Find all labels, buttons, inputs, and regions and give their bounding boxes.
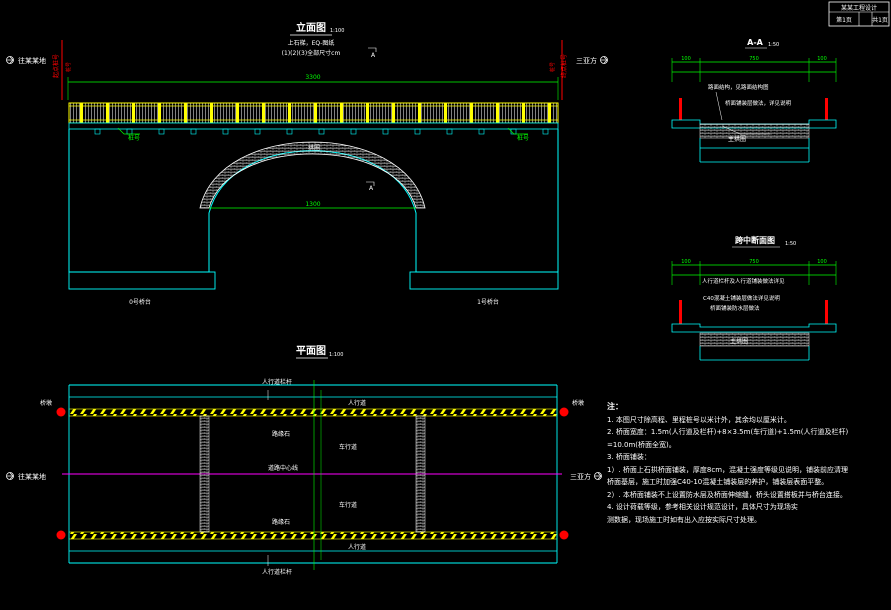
elevation-line1: 上石梯，EQ-图纸 xyxy=(288,39,335,47)
arch-marker: A xyxy=(369,185,374,192)
notes-item-3: =10.0m(桥面全宽)。 xyxy=(607,440,676,449)
section-aa-label3: 主拱圈 xyxy=(728,135,746,143)
notes-item-1: 1. 本图尺寸除高程、里程桩号以米计外，其余均以厘米计。 xyxy=(607,415,791,424)
section-mid-label1: 人行道栏杆及人行道铺装做法详见 xyxy=(702,277,785,285)
section-mid-dim-left: 100 xyxy=(681,259,691,265)
section-aa-label2: 桥面铺装层做法，详见说明 xyxy=(725,99,792,107)
section-aa: A-A 1:50 100 750 100 路面结构，见路面结构图 桥面铺装层做法… xyxy=(671,38,837,163)
section-aa-label1: 路面结构，见路面结构图 xyxy=(708,83,769,91)
notes-item-9: 测数据，现场施工时如有出入应按实际尺寸处理。 xyxy=(607,515,761,524)
right-pile-label: 桩号 xyxy=(517,134,529,142)
plan-view: 平面图 1:100 人行道栏杆 人行道 路缘石 车行道 道路中心线 车行道 路缘… xyxy=(6,345,602,576)
plan-right-dir: 三亚方 xyxy=(570,472,591,481)
plan-left-tag-top: 桥墩 xyxy=(40,399,52,407)
section-aa-dim-left: 100 xyxy=(681,56,691,62)
elevation-right-vert: 终点桩号 xyxy=(560,54,568,78)
elevation-span-total: 3300 xyxy=(305,74,320,81)
notes-item-5: 1）. 桥面上石拱桥面铺装，厚度8cm，混凝土强度等级见说明，铺装前应清理 xyxy=(607,465,849,474)
elevation-left-tag: 桩号 xyxy=(65,62,72,72)
section-mid-label4: 主拱圈 xyxy=(730,337,748,345)
plan-lane1: 车行道 xyxy=(339,443,357,451)
elevation-rail-marker: A xyxy=(371,52,376,59)
title-block-project: 某某工程设计 xyxy=(841,4,877,12)
plan-title: 平面图 xyxy=(296,345,326,357)
section-mid: 跨中断面图 1:50 100 750 100 人行道栏杆及人行道铺装做法详见 C… xyxy=(671,235,837,361)
plan-walk-top: 人行道 xyxy=(348,399,366,407)
section-mid-label2: C40混凝土铺装层做法详见说明 xyxy=(703,294,780,302)
section-mid-dim-mid: 750 xyxy=(749,259,759,265)
notes-item-6: 桥面基层，施工时加强C40-10混凝土铺装层的养护，铺装层表面平整。 xyxy=(607,478,829,486)
left-abutment-label: 0号桥台 xyxy=(129,298,151,306)
plan-curb-bottom: 路缘石 xyxy=(272,518,290,526)
elevation-title: 立面图 xyxy=(296,21,326,34)
arch-ring xyxy=(199,141,426,209)
plan-centerline: 道路中心线 xyxy=(268,464,298,472)
plan-rail-top: 人行道栏杆 xyxy=(262,378,292,386)
railing-posts xyxy=(80,103,551,123)
section-mid-dim-right: 100 xyxy=(817,259,827,265)
right-abutment-label: 1号桥台 xyxy=(477,298,499,306)
elevation-view: 立面图 1:100 上石梯，EQ-图纸 (1)(2)(3)全部尺寸cm A 33… xyxy=(6,21,608,306)
elevation-line2: (1)(2)(3)全部尺寸cm xyxy=(282,49,341,57)
section-aa-scale: 1:50 xyxy=(768,42,779,48)
section-mid-title: 跨中断面图 xyxy=(735,235,775,245)
section-aa-dim-mid: 750 xyxy=(749,56,759,62)
plan-lane2: 车行道 xyxy=(339,501,357,509)
plan-curb-top: 路缘石 xyxy=(272,430,290,438)
notes-panel: 注： 1. 本图尺寸除高程、里程桩号以米计外，其余均以厘米计。 2. 桥面宽度：… xyxy=(607,401,887,526)
elevation-left-dir: 往某某地 xyxy=(18,56,46,65)
notes-item-2: 2. 桥面宽度：1.5m(人行道及栏杆)+8×3.5m(车行道)+1.5m(人行… xyxy=(607,428,849,436)
plan-scale: 1:100 xyxy=(329,352,343,358)
section-mid-label3: 桥面铺装防水层做法 xyxy=(710,304,760,312)
notes-item-4: 3. 桥面铺装： xyxy=(607,453,651,461)
elevation-right-tag: 桩号 xyxy=(549,62,556,72)
title-block: 某某工程设计 第1页 共1页 xyxy=(828,1,890,27)
arch-span-dim: 1300 xyxy=(305,201,320,208)
title-block-sheet: 第1页 xyxy=(836,16,852,24)
notes-item-7: 2）. 本桥面铺装不上设置防水层及桥面伸缩缝，桥头设置搭板并与桥台连接。 xyxy=(607,490,847,499)
plan-rail-bottom: 人行道栏杆 xyxy=(262,568,292,576)
notes-heading: 注： xyxy=(607,402,623,411)
elevation-right-dir: 三亚方 xyxy=(576,56,597,65)
section-mid-scale: 1:50 xyxy=(785,241,796,247)
elevation-left-vert: 起点桩号 xyxy=(52,54,60,78)
notes-item-8: 4. 设计荷载等级，参考相关设计规范设计，具体尺寸为现场实 xyxy=(607,503,798,511)
section-aa-title: A-A xyxy=(747,38,764,47)
section-aa-dim-right: 100 xyxy=(817,56,827,62)
left-pile-label: 桩号 xyxy=(128,134,140,142)
plan-walk-bottom: 人行道 xyxy=(348,543,366,551)
elevation-scale: 1:100 xyxy=(330,28,344,34)
deck-ticks xyxy=(94,128,549,135)
plan-left-dir: 往某某地 xyxy=(18,472,46,481)
plan-right-tag-top: 桥墩 xyxy=(572,399,584,407)
title-block-total: 共1页 xyxy=(872,16,888,24)
arch-label: 拱圈 xyxy=(308,144,320,152)
